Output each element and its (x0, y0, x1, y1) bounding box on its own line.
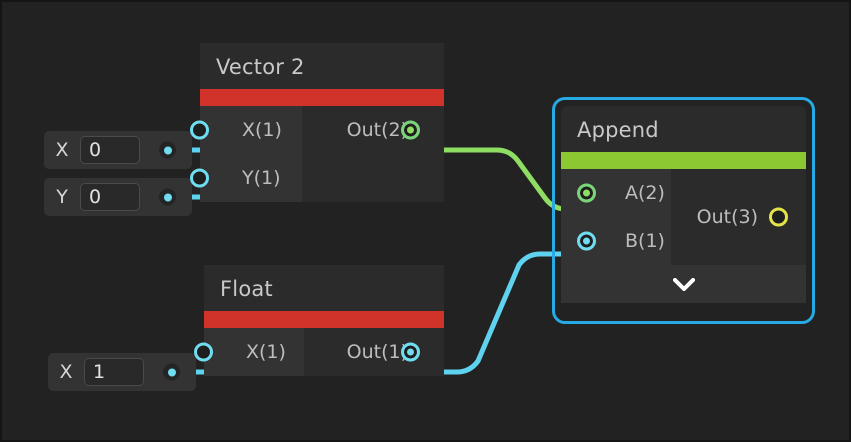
port-append-a-icon[interactable] (577, 183, 596, 203)
port-vector2-out-icon[interactable] (401, 120, 420, 140)
port-label-vector2-x: X(1) (242, 119, 282, 141)
node-body-vector2: X(1) Y(1) Out(2) (190, 106, 444, 202)
port-label-append-a: A(2) (625, 182, 665, 204)
port-row-append-a[interactable]: A(2) (561, 169, 671, 217)
node-input-column-float: X(1) (194, 328, 304, 376)
port-label-append-b: B(1) (625, 230, 665, 252)
port-label-vector2-out: Out(2) (346, 119, 408, 141)
port-append-out-icon[interactable] (769, 207, 788, 227)
node-vector2[interactable]: Vector 2 X(1) Y(1) Out(2) (190, 43, 444, 202)
node-input-column-vector2: X(1) Y(1) (190, 106, 302, 202)
port-row-append-b[interactable]: B(1) (561, 217, 671, 265)
property-row-vector2-y[interactable]: Y (44, 178, 192, 216)
node-body-float: X(1) Out(1) (194, 328, 444, 376)
port-row-float-out[interactable]: Out(1) (304, 328, 444, 376)
node-body-append: A(2) B(1) Out(3) (561, 169, 806, 265)
property-input-vector2-y[interactable] (80, 183, 140, 211)
node-accent-bar-vector2 (200, 89, 444, 106)
node-output-column-float: Out(1) (304, 328, 444, 376)
property-socket-vector2-x[interactable] (159, 141, 176, 159)
port-row-vector2-y[interactable]: Y(1) (190, 154, 302, 202)
port-row-vector2-x[interactable]: X(1) (190, 106, 302, 154)
port-vector2-x-icon[interactable] (190, 120, 209, 140)
node-output-column-append: Out(3) (671, 169, 806, 265)
chevron-down-icon (672, 277, 695, 291)
port-label-float-out: Out(1) (346, 341, 408, 363)
node-output-column-vector2: Out(2) (302, 106, 444, 202)
property-label-y: Y (56, 186, 68, 208)
node-expand-button-append[interactable] (561, 265, 806, 303)
node-title-append: Append (577, 118, 659, 142)
port-float-x-icon[interactable] (194, 342, 213, 362)
property-row-vector2-x[interactable]: X (44, 131, 192, 169)
property-socket-vector2-y[interactable] (159, 188, 176, 206)
property-socket-float-x[interactable] (163, 363, 180, 381)
port-row-append-out[interactable]: Out(3) (671, 169, 806, 265)
node-accent-bar-append (561, 152, 806, 169)
property-label-float-x: X (59, 361, 73, 383)
port-float-out-icon[interactable] (401, 342, 420, 362)
node-title-vector2: Vector 2 (216, 55, 305, 79)
port-label-append-out: Out(3) (696, 206, 758, 228)
node-accent-bar-float (204, 311, 444, 328)
port-label-vector2-y: Y(1) (242, 167, 281, 189)
property-input-float-x[interactable] (84, 358, 144, 386)
port-row-vector2-out[interactable]: Out(2) (302, 106, 444, 154)
node-float[interactable]: Float X(1) Out(1) (194, 265, 444, 376)
property-label-x: X (55, 139, 69, 161)
node-title-float: Float (220, 277, 273, 301)
port-label-float-x: X(1) (246, 341, 286, 363)
port-row-float-x[interactable]: X(1) (194, 328, 304, 376)
property-input-vector2-x[interactable] (80, 136, 140, 164)
node-input-column-append: A(2) B(1) (561, 169, 671, 265)
property-row-float-x[interactable]: X (48, 353, 196, 391)
node-append[interactable]: Append A(2) B(1) Out(3) (561, 106, 806, 303)
port-append-b-icon[interactable] (577, 231, 596, 251)
port-vector2-y-icon[interactable] (190, 168, 209, 188)
